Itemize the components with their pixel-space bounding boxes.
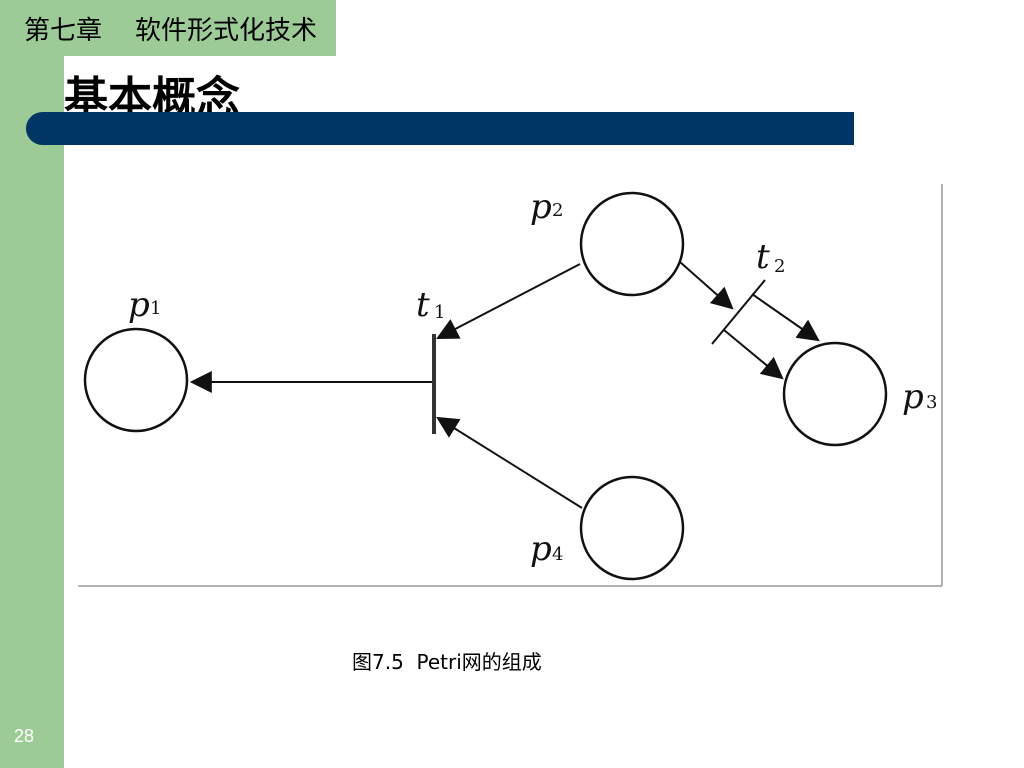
label-t2: t — [756, 237, 770, 277]
label-p2-index: 2 — [552, 200, 563, 221]
label-p4-index: 4 — [552, 544, 563, 565]
arc-p4-t1 — [436, 416, 583, 509]
label-p2: p — [530, 187, 552, 227]
label-t2-index: 2 — [774, 256, 785, 277]
figure-caption: 图7.5 Petri网的组成 — [352, 650, 542, 674]
place-p2 — [579, 191, 685, 297]
place-p4 — [579, 475, 685, 581]
label-t1-index: 1 — [434, 302, 445, 323]
place-p3 — [782, 341, 888, 447]
label-p1: p — [128, 285, 150, 325]
place-p1 — [83, 327, 189, 433]
chapter-title: 第七章 软件形式化技术 — [24, 16, 318, 46]
label-p3-index: 3 — [926, 392, 937, 413]
label-p3: p — [902, 377, 924, 417]
slide-number: 28 — [14, 726, 35, 746]
arc-p2-t1 — [436, 263, 581, 340]
arc-t2-p3-upper — [751, 293, 820, 342]
petri-net-diagram: p 1 p 2 p 3 p 4 t 1 t 2 — [78, 184, 943, 587]
arc-p2-t2 — [679, 261, 734, 310]
label-p1-index: 1 — [150, 298, 161, 319]
label-t1: t — [416, 285, 430, 325]
chapter-header-box: 第七章 软件形式化技术 — [0, 0, 336, 56]
label-p4: p — [530, 529, 552, 569]
arc-t2-p3-lower — [723, 329, 784, 380]
transition-t2 — [711, 279, 766, 345]
title-underline-bar — [26, 112, 854, 145]
